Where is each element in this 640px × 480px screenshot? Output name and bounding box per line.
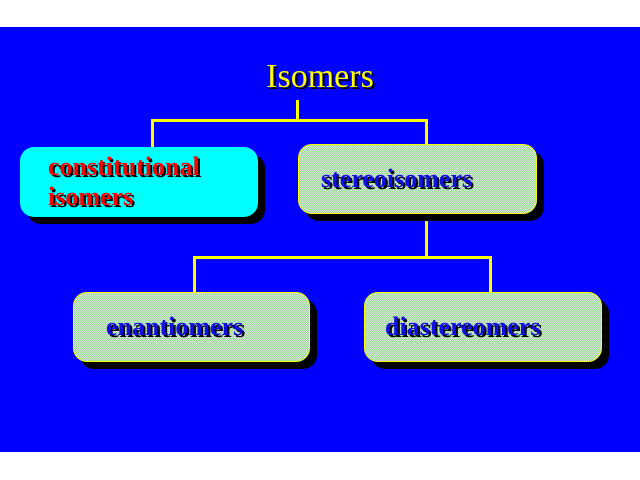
connector bbox=[425, 119, 428, 145]
connector bbox=[151, 119, 428, 122]
connector bbox=[296, 100, 299, 121]
node-stereoisomers: stereoisomers bbox=[298, 144, 537, 214]
connector bbox=[193, 256, 196, 293]
diagram-title: Isomers bbox=[266, 58, 374, 95]
node-label: constitutional bbox=[48, 152, 200, 181]
node-enantiomers: enantiomers bbox=[73, 292, 310, 362]
connector bbox=[489, 256, 492, 293]
node-label: stereoisomers bbox=[321, 164, 473, 193]
slide-background bbox=[0, 27, 640, 452]
node-label: isomers bbox=[48, 182, 134, 211]
node-label: enantiomers bbox=[106, 312, 244, 341]
connector bbox=[151, 119, 154, 148]
node-label: diastereomers bbox=[385, 312, 541, 341]
connector bbox=[425, 214, 428, 259]
node-diastereomers: diastereomers bbox=[364, 292, 602, 362]
connector bbox=[193, 256, 492, 259]
